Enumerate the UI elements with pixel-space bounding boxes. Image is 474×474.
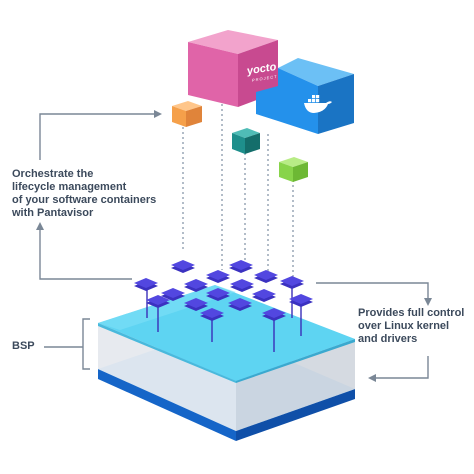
docker-cube-side	[318, 74, 354, 134]
chip	[171, 260, 195, 273]
chip	[184, 298, 208, 311]
orchestrate-annotation: Orchestrate the lifecycle management of …	[12, 168, 157, 219]
orange-container-cube	[172, 101, 202, 127]
chip	[252, 289, 276, 302]
docker-whale-icon	[304, 95, 332, 113]
chip-pins	[146, 285, 302, 352]
arrow-heads	[36, 110, 432, 382]
chip	[161, 288, 185, 301]
yocto-logo-subtext: PROJECT	[252, 74, 278, 83]
chip	[262, 308, 286, 321]
docker-cube-top	[278, 58, 354, 86]
annotation-arrows	[39, 113, 429, 379]
chip-grid	[134, 260, 313, 321]
chip	[206, 288, 230, 301]
board-bottom-right-face	[236, 389, 355, 441]
bsp-annotation: BSP	[12, 340, 35, 352]
yocto-logo-text: yocto	[247, 61, 277, 78]
orchestrate-arrow-top	[39, 113, 155, 160]
green-container-cube	[279, 157, 308, 182]
docker-cube-front	[278, 68, 318, 134]
control-arrow	[316, 282, 429, 300]
arrow-head-up	[36, 222, 44, 230]
bsp-bracket	[82, 318, 90, 370]
board-middle-right-face	[236, 339, 355, 431]
yocto-logo: yocto PROJECT	[247, 61, 278, 83]
arrow-head-down	[424, 298, 432, 306]
board-top-left-edge	[98, 323, 236, 383]
board-middle-left-face	[98, 323, 236, 431]
teal-container-cube	[232, 128, 260, 154]
yocto-cube-front	[188, 42, 238, 107]
arrow-head-left	[368, 374, 376, 382]
yocto-cube-top	[188, 30, 278, 54]
chip	[254, 270, 278, 283]
chip	[146, 295, 170, 308]
board-inner-band	[98, 285, 236, 330]
arrow-head-right	[154, 110, 162, 118]
chip	[228, 298, 252, 311]
bsp-board	[98, 285, 355, 441]
chip	[200, 308, 224, 321]
docker-cube-overlap	[256, 86, 278, 121]
chip	[206, 270, 230, 283]
orchestrate-arrow	[39, 228, 132, 280]
chip	[230, 279, 254, 292]
chip	[134, 278, 158, 291]
chip	[289, 294, 313, 307]
chip	[184, 279, 208, 292]
board-bottom-left-face	[98, 369, 236, 441]
chip	[280, 276, 304, 289]
docker-container-cube	[256, 58, 354, 134]
control-annotation: Provides full control over Linux kernel …	[358, 307, 465, 345]
connector-lines	[182, 104, 294, 278]
control-arrow-bottom	[374, 356, 429, 379]
chip	[229, 260, 253, 273]
board-top-right-edge	[236, 339, 355, 383]
